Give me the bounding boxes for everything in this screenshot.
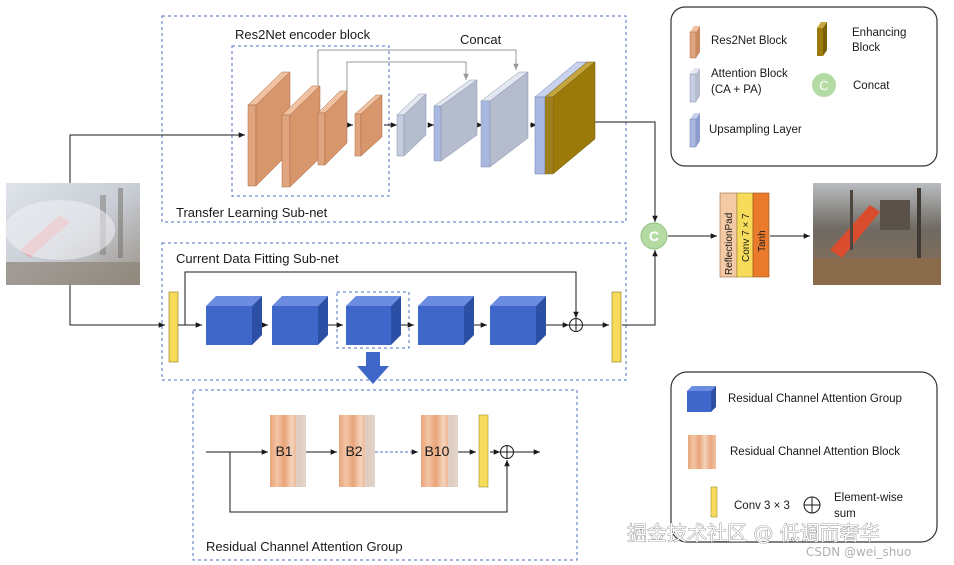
legend-attention-icon [689,68,700,103]
legend-rcag-label: Residual Channel Attention Group [728,393,902,405]
legend-rcag-icon [687,386,716,412]
conv-output [611,291,622,363]
reflectionpad-text: ReflectionPad [724,213,735,275]
legend-rcab-icon [688,435,716,469]
legend-conv-icon [710,486,718,518]
sum-node-fitting [569,318,583,332]
rcag-highlight-frame [336,291,410,349]
concat-node-symbol: C [649,228,659,244]
rcab-b1: B1 [270,415,306,487]
hazy-input-image [5,183,140,285]
concat-node: C [640,222,668,250]
rcab-b10: B10 [421,415,458,487]
legend-conv-label: Conv 3 × 3 [734,500,790,512]
legend-concat-icon: C [812,73,836,97]
watermark-main: 掘金技术社区 @ 低调而奢华 [627,521,880,545]
rcab-b2-label: B2 [345,443,362,459]
concat-skip-lines [317,49,519,92]
legend-concat-label: Concat [853,80,890,92]
rcag-block-4 [418,296,474,345]
rcab-b1-label: B1 [275,443,292,459]
rcab-b10-label: B10 [425,443,450,459]
watermark-sub: CSDN @wei_shuo [806,545,911,559]
legend-enhancing-icon [817,22,827,56]
legend-res2net-icon [689,26,700,59]
legend-enhancing-line1: Enhancing [852,27,906,39]
encoder-block-frame [231,45,390,197]
transfer-subnet-label: Transfer Learning Sub-net [176,205,328,220]
legend-sum-line1: Element-wise [834,492,903,504]
legend-sum-label: Element-wise sum [834,492,906,520]
rcag-block-1 [206,296,262,345]
rcab-b2: B2 [339,415,375,487]
legend-attention-label: Attention Block (CA + PA) [711,68,791,96]
conv-input [168,291,179,363]
attention-block-1 [396,93,427,157]
legend-sum-icon [803,496,821,514]
attention-block-3 [480,71,529,168]
concat-top-label: Concat [460,32,502,47]
legend-upsampling-icon [689,113,700,148]
tanh-layer [752,192,770,278]
tanh-text: Tanh [757,230,768,252]
expand-down-arrow [357,352,389,384]
res2net-block-1 [247,71,291,187]
legend-upsampling-label: Upsampling Layer [709,124,802,136]
rcag-detail-label: Residual Channel Attention Group [206,539,403,554]
enhancing-block: ReflectionPad Conv 7 × 7 Tanh [719,192,770,278]
legend-enhancing-line2: Block [852,42,880,54]
sum-node-rcag [500,445,514,459]
dehazed-output-image [813,183,941,285]
res2net-block-4 [354,94,383,157]
legend-top: Res2Net Block Enhancing Block Attention … [670,6,938,167]
fitting-subnet-label: Current Data Fitting Sub-net [176,251,339,266]
rcag-block-3 [346,296,401,345]
svg-text:C: C [819,78,828,93]
legend-enhancing-label: Enhancing Block [852,27,910,54]
legend-sum-line2: sum [834,508,856,520]
encoder-block-label: Res2Net encoder block [235,27,371,42]
rcag-detail-frame [192,389,578,561]
upsampling-enhancing-block [534,61,596,175]
legend-res2net-label: Res2Net Block [711,35,787,47]
legend-attention-line1: Attention Block [711,68,788,80]
res2net-block-3 [317,90,348,166]
rcag-block-2 [272,296,328,345]
rcag-conv [478,414,489,488]
legend-rcab-label: Residual Channel Attention Block [730,446,900,458]
attention-block-2 [433,79,478,162]
rcag-block-5 [490,296,546,345]
res2net-block-2 [281,85,321,188]
legend-attention-line2: (CA + PA) [711,84,762,96]
legend-bottom: Residual Channel Attention Group Residua… [670,371,938,543]
conv7x7-text: Conv 7 × 7 [741,213,752,262]
transfer-subnet-frame [161,15,627,223]
